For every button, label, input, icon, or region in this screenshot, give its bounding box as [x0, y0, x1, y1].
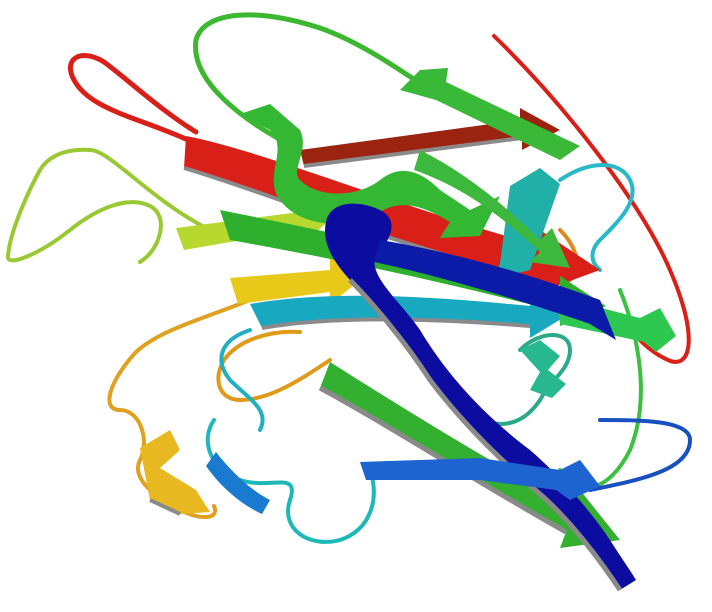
yellow-green-loop-left [8, 150, 210, 262]
green-top-loop [196, 15, 418, 150]
red-loop-upper-left [70, 56, 196, 140]
teal-helix-coil [520, 340, 566, 398]
orange-helix [140, 430, 210, 514]
orange-loop-center [218, 332, 330, 400]
blue-strand-lower [360, 458, 600, 500]
teal-helix [520, 340, 566, 398]
